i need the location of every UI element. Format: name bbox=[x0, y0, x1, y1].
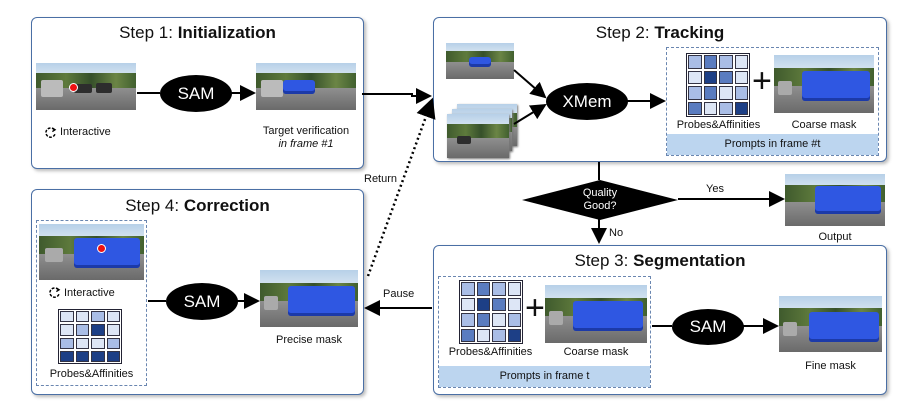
affinity-cell bbox=[734, 86, 748, 100]
affinity-cell bbox=[91, 324, 105, 336]
affinity-cell bbox=[492, 328, 506, 342]
step4-precise-mask-frame bbox=[260, 270, 358, 327]
affinity-cell bbox=[91, 337, 105, 349]
affinity-cell bbox=[492, 282, 506, 296]
affinity-cell bbox=[734, 70, 748, 84]
affinity-cell bbox=[106, 324, 120, 336]
affinity-cell bbox=[476, 297, 490, 311]
affinity-cell bbox=[688, 55, 702, 69]
affinity-cell bbox=[703, 55, 717, 69]
affinity-cell bbox=[106, 337, 120, 349]
affinity-cell bbox=[703, 101, 717, 115]
affinity-cell bbox=[476, 328, 490, 342]
affinity-cell bbox=[476, 313, 490, 327]
affinity-cell bbox=[461, 282, 475, 296]
affinity-cell bbox=[507, 282, 521, 296]
affinity-cell bbox=[106, 311, 120, 323]
affinity-cell bbox=[75, 350, 89, 362]
decision-yes-label: Yes bbox=[706, 183, 724, 195]
step4-probes-label: Probes&Affinities bbox=[49, 368, 134, 380]
interactive-refresh-icon bbox=[49, 287, 61, 298]
step3-probes-label: Probes&Affinities bbox=[448, 346, 533, 358]
output-frame bbox=[785, 174, 885, 226]
affinity-cell bbox=[507, 297, 521, 311]
affinity-cell bbox=[719, 101, 733, 115]
affinity-cell bbox=[688, 70, 702, 84]
return-label: Return bbox=[364, 173, 398, 185]
affinity-cell bbox=[734, 55, 748, 69]
step1-sam-node: SAM bbox=[160, 75, 232, 112]
pause-label: Pause bbox=[383, 288, 415, 300]
affinity-cell bbox=[75, 337, 89, 349]
step2-xmem-node: XMem bbox=[546, 83, 628, 120]
click-point-icon bbox=[69, 83, 78, 92]
step4-precise-label: Precise mask bbox=[275, 334, 343, 346]
affinity-cell bbox=[492, 313, 506, 327]
step1-input-frame bbox=[36, 63, 136, 110]
affinity-cell bbox=[703, 70, 717, 84]
step4-interactive-label: Interactive bbox=[64, 287, 115, 299]
affinity-cell bbox=[60, 324, 74, 336]
step3-prompts-bar: Prompts in frame t bbox=[439, 366, 650, 387]
affinity-cell bbox=[461, 328, 475, 342]
quality-decision-diamond bbox=[522, 180, 678, 220]
affinity-cell bbox=[461, 313, 475, 327]
affinity-cell bbox=[476, 282, 490, 296]
step4-affinity-grid bbox=[58, 309, 122, 364]
step2-frame-stack bbox=[447, 104, 519, 160]
affinity-cell bbox=[719, 70, 733, 84]
affinity-cell bbox=[688, 101, 702, 115]
affinity-cell bbox=[60, 311, 74, 323]
output-label: Output bbox=[818, 231, 852, 243]
affinity-cell bbox=[91, 350, 105, 362]
affinity-cell bbox=[703, 86, 717, 100]
decision-no-label: No bbox=[609, 227, 624, 239]
affinity-cell bbox=[492, 297, 506, 311]
affinity-cell bbox=[688, 86, 702, 100]
interactive-refresh-icon bbox=[45, 127, 57, 138]
affinity-cell bbox=[507, 328, 521, 342]
affinity-cell bbox=[60, 350, 74, 362]
step3-sam-node: SAM bbox=[672, 309, 744, 345]
step2-current-frame bbox=[446, 43, 514, 79]
step2-coarse-mask-frame bbox=[774, 55, 874, 113]
step2-affinity-grid bbox=[686, 53, 750, 117]
arrow-step1-to-step2 bbox=[362, 88, 432, 104]
decision-text: Quality Good? bbox=[582, 187, 618, 212]
affinity-cell bbox=[106, 350, 120, 362]
affinity-cell bbox=[60, 337, 74, 349]
step4-interactive-frame bbox=[39, 224, 144, 280]
step3-plus-icon: + bbox=[525, 289, 545, 327]
affinity-cell bbox=[91, 311, 105, 323]
step1-verify-label: Target verification in frame #1 bbox=[262, 125, 350, 150]
step2-prompts-bar: Prompts in frame #t bbox=[667, 134, 878, 155]
step2-title: Step 2: Tracking bbox=[595, 23, 725, 42]
arrow-return bbox=[366, 97, 436, 277]
click-point-icon bbox=[97, 244, 106, 253]
affinity-cell bbox=[75, 324, 89, 336]
affinity-cell bbox=[719, 55, 733, 69]
affinity-cell bbox=[719, 86, 733, 100]
step2-probes-label: Probes&Affinities bbox=[676, 119, 761, 131]
affinity-cell bbox=[461, 297, 475, 311]
step4-title: Step 4: Correction bbox=[125, 196, 270, 215]
affinity-cell bbox=[507, 313, 521, 327]
affinity-cell bbox=[75, 311, 89, 323]
step3-affinity-grid bbox=[459, 280, 523, 344]
step2-plus-icon: + bbox=[752, 62, 772, 100]
step2-coarse-label: Coarse mask bbox=[791, 119, 857, 131]
step3-title: Step 3: Segmentation bbox=[574, 251, 746, 270]
step3-fine-label: Fine mask bbox=[805, 360, 856, 372]
step1-target-frame bbox=[256, 63, 356, 110]
step3-coarse-mask-frame bbox=[545, 285, 647, 343]
affinity-cell bbox=[734, 101, 748, 115]
step1-title: Step 1: Initialization bbox=[119, 23, 276, 42]
step1-interactive-label: Interactive bbox=[60, 126, 111, 138]
step4-sam-node: SAM bbox=[166, 283, 238, 320]
step3-fine-mask-frame bbox=[779, 296, 882, 352]
step3-coarse-label: Coarse mask bbox=[563, 346, 629, 358]
